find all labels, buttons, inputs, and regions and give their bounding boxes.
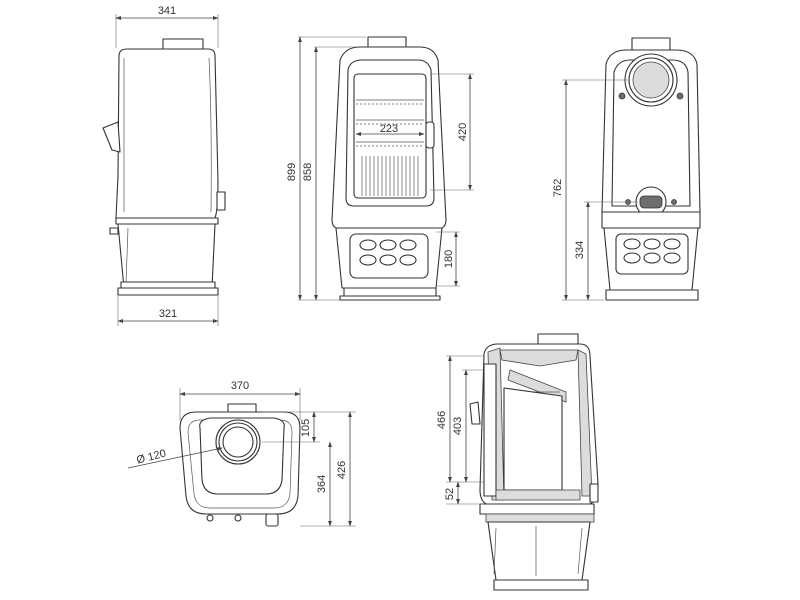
dim-top-depth-total: 426 [336,461,348,479]
top-view: 370 Ø 120 105 364 426 [127,380,356,527]
dim-front-lower-height: 180 [443,250,455,268]
dim-side-top-width: 341 [158,5,176,17]
dim-side-base-width: 321 [159,308,177,320]
dim-section-52: 52 [444,488,456,500]
dim-front-glass-height: 420 [457,123,469,141]
front-grate [361,156,419,196]
dim-section-403: 403 [452,417,464,435]
dim-top-flue-offset: 105 [300,419,312,437]
front-view: 899 858 420 223 180 [286,36,474,301]
section-view: 466 403 52 [436,333,599,591]
dim-back-inlet-height: 334 [574,241,586,259]
dim-section-466: 466 [436,411,448,429]
dim-back-outlet-height: 762 [552,179,564,197]
dim-front-body-height: 858 [302,163,314,181]
dim-front-total-height: 899 [286,163,298,181]
dim-top-flue-diameter: Ø 120 [135,448,167,467]
back-view: 762 334 [552,37,701,301]
dim-top-width: 370 [231,380,249,392]
dim-front-opening-width: 223 [380,123,398,135]
front-vent-ovals [359,239,417,266]
back-vent-ovals [623,238,681,264]
dim-top-depth-flue: 364 [316,475,328,493]
side-view: 341 321 [102,5,226,326]
